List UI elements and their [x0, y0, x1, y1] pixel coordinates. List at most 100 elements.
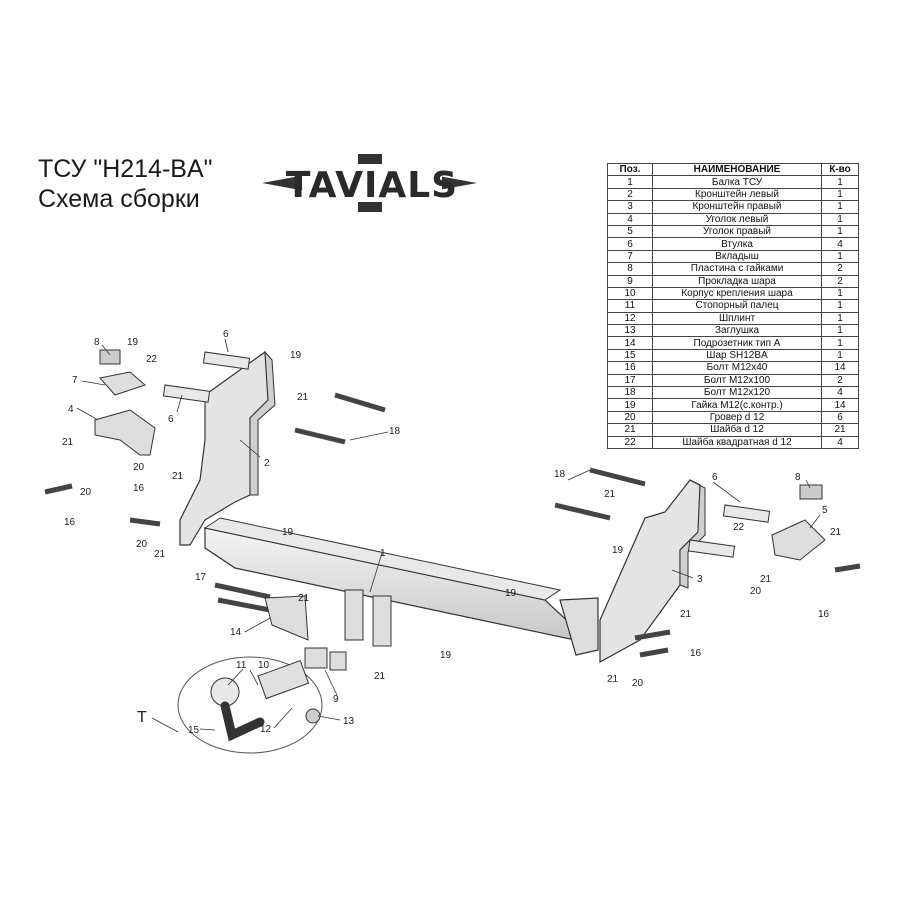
callout-21h: 21 [680, 609, 692, 620]
callout-21c: 21 [154, 549, 166, 560]
socket-bracket [264, 595, 309, 641]
plug-cap [305, 708, 321, 724]
callout-t: T [137, 709, 147, 726]
callout-8b: 8 [795, 472, 801, 483]
cell-name: Уголок левый [652, 212, 822, 226]
callout-12: 12 [260, 724, 272, 735]
bushing [162, 384, 211, 403]
callout-21k: 21 [760, 574, 772, 585]
callout-6b: 6 [168, 414, 174, 425]
col-header-name: НАИМЕНОВАНИЕ [652, 162, 822, 177]
tavials-logo: TAVIALS [262, 154, 477, 212]
callout-17: 17 [195, 572, 207, 583]
callout-16c: 16 [690, 648, 702, 659]
callout-6c: 6 [712, 472, 718, 483]
callout-18b: 18 [554, 469, 566, 480]
col-header-qty: К-во [821, 162, 859, 177]
callout-16d: 16 [818, 609, 830, 620]
callout-21j: 21 [830, 527, 842, 538]
cell-qty: 4 [821, 435, 859, 450]
diagram-subtitle: Схема сборки [38, 185, 200, 213]
callout-19d: 19 [505, 588, 517, 599]
callout-19e: 19 [440, 650, 452, 661]
callout-16b: 16 [133, 483, 145, 494]
cell-pos: 2 [607, 187, 653, 202]
bushing [687, 539, 736, 558]
cell-pos: 5 [607, 224, 653, 239]
corner-right [771, 519, 826, 561]
callout-20b: 20 [133, 462, 145, 473]
callout-20e: 20 [750, 586, 762, 597]
plate-right [799, 484, 823, 500]
callout-1: 1 [380, 548, 386, 559]
callout-11: 11 [236, 660, 247, 671]
cell-pos: 4 [607, 212, 653, 226]
cell-qty: 14 [821, 361, 859, 375]
callout-5: 5 [822, 505, 828, 516]
corner-left [94, 409, 156, 456]
cell-qty: 1 [821, 224, 859, 239]
callout-6a: 6 [223, 329, 229, 340]
cell-qty: 4 [821, 237, 859, 251]
cell-qty: 1 [821, 187, 859, 202]
cell-qty: 1 [821, 175, 859, 189]
callout-21b: 21 [172, 471, 184, 482]
cell-qty: 6 [821, 410, 859, 425]
callout-14: 14 [230, 627, 242, 638]
callout-20c: 20 [136, 539, 148, 550]
plate-left [99, 349, 121, 365]
callout-19b: 19 [290, 350, 302, 361]
callout-10: 10 [258, 660, 270, 671]
callout-16a: 16 [64, 517, 76, 528]
callout-21g: 21 [604, 489, 616, 500]
callout-19f: 19 [612, 545, 624, 556]
callout-13: 13 [343, 716, 355, 727]
ball-housing [257, 659, 310, 700]
diagram-title: ТСУ "H214-BA" [38, 155, 213, 183]
bushing [202, 351, 251, 370]
col-header-pos: Поз. [607, 162, 653, 177]
bushing [722, 504, 771, 523]
svg-text:TAVIALS: TAVIALS [286, 165, 458, 206]
callout-21d: 21 [297, 392, 309, 403]
callout-22a: 22 [146, 354, 158, 365]
callout-21a: 21 [62, 437, 74, 448]
callout-20d: 20 [632, 678, 644, 689]
callout-21f: 21 [374, 671, 386, 682]
parts-table-header: Поз. НАИМЕНОВАНИЕ К-во [607, 162, 859, 177]
cell-pos: 6 [607, 237, 653, 251]
callout-19c: 19 [282, 527, 294, 538]
callout-4: 4 [68, 404, 74, 415]
cell-qty: 1 [821, 200, 859, 214]
callout-19a: 19 [127, 337, 139, 348]
callout-3: 3 [697, 574, 703, 585]
callout-22b: 22 [733, 522, 745, 533]
callout-8a: 8 [94, 337, 100, 348]
callout-15: 15 [188, 725, 200, 736]
cell-qty: 1 [821, 311, 859, 326]
callout-20a: 20 [80, 487, 92, 498]
callout-21e: 21 [298, 593, 310, 604]
callout-9: 9 [333, 694, 339, 705]
callout-21i: 21 [607, 674, 619, 685]
callout-7: 7 [72, 375, 78, 386]
callout-2: 2 [264, 458, 270, 469]
